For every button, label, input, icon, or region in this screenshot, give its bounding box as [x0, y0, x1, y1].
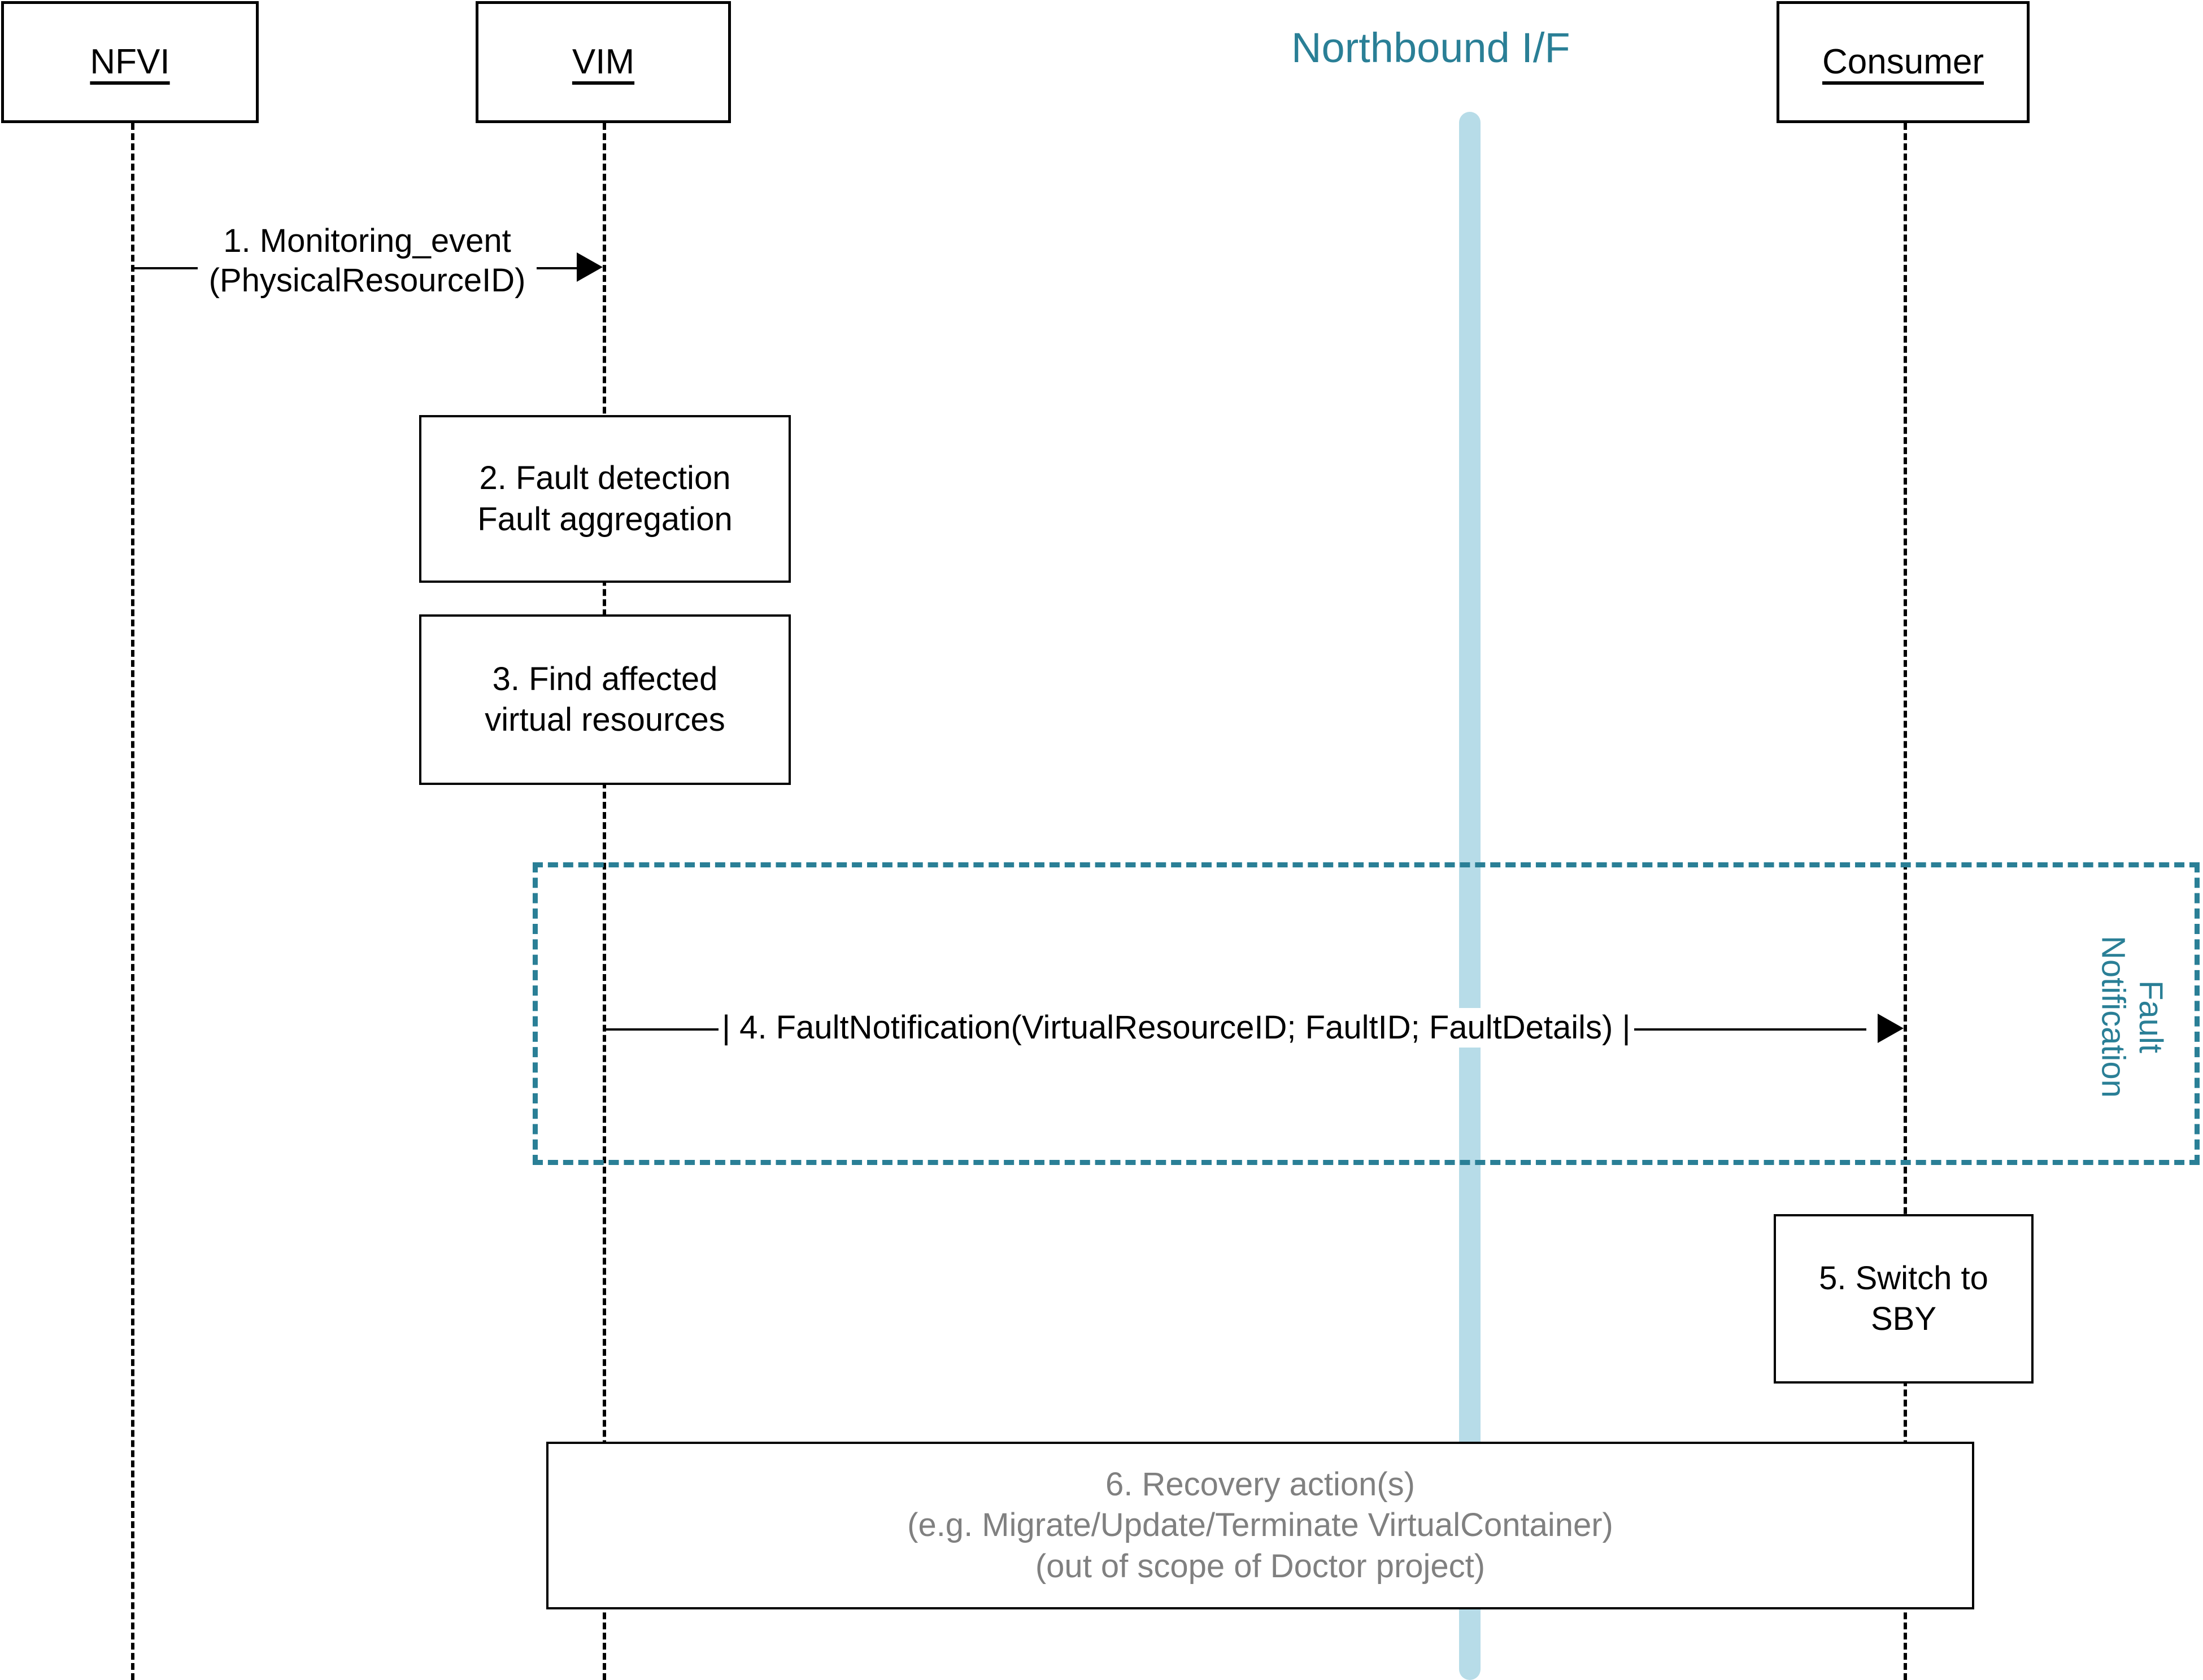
message-4-label-line-1: | 4. FaultNotification(VirtualResourceID…	[722, 1009, 1631, 1046]
activation-box-step-3[interactable]: 3. Find affected virtual resources	[419, 614, 791, 785]
actor-box-vim[interactable]: VIM	[476, 1, 731, 123]
activation-box-step-5[interactable]: 5. Switch to SBY	[1774, 1214, 2034, 1384]
activation-box-step-6-line-3: (out of scope of Doctor project)	[1035, 1547, 1486, 1585]
fragment-fault-notification	[533, 862, 2200, 1165]
actor-box-nfvi[interactable]: NFVI	[1, 1, 259, 123]
message-1-label-line-2: (PhysicalResourceID)	[208, 261, 526, 299]
actor-box-consumer[interactable]: Consumer	[1777, 1, 2030, 123]
activation-box-step-5-line-2: SBY	[1870, 1301, 1937, 1337]
actor-label-consumer: Consumer	[1822, 42, 1984, 81]
fragment-label-line-2: Notification	[2095, 935, 2132, 1098]
activation-box-step-3-line-2: virtual resources	[485, 701, 725, 738]
message-1-arrowhead	[577, 252, 603, 282]
activation-box-step-6-line-1: 6. Recovery action(s)	[1105, 1465, 1415, 1503]
lifeline-consumer	[1904, 123, 1907, 1680]
fragment-fault-notification-label: Fault Notification	[2056, 898, 2169, 1135]
activation-box-step-2-line-2: Fault aggregation	[477, 500, 733, 538]
message-4-label: | 4. FaultNotification(VirtualResourceID…	[719, 1008, 1634, 1048]
fragment-label-line-1: Fault	[2132, 980, 2169, 1053]
lifeline-vim	[603, 123, 606, 1680]
activation-box-step-5-line-1: 5. Switch to	[1819, 1259, 1988, 1297]
actor-label-nfvi: NFVI	[90, 42, 170, 81]
message-1-label: 1. Monitoring_event (PhysicalResourceID)	[198, 221, 537, 300]
activation-box-step-6-line-2: (e.g. Migrate/Update/Terminate VirtualCo…	[907, 1507, 1613, 1544]
lifeline-nfvi	[131, 123, 134, 1680]
activation-box-step-3-line-1: 3. Find affected	[492, 660, 718, 697]
actor-label-vim: VIM	[572, 42, 635, 81]
activation-box-step-6[interactable]: 6. Recovery action(s) (e.g. Migrate/Upda…	[546, 1442, 1974, 1609]
activation-box-step-2[interactable]: 2. Fault detection Fault aggregation	[419, 415, 791, 583]
message-1-label-line-1: 1. Monitoring_event	[223, 222, 511, 259]
northbound-interface-title: Northbound I/F	[1291, 24, 1570, 71]
activation-box-step-2-line-1: 2. Fault detection	[479, 460, 731, 496]
message-4-arrowhead	[1878, 1014, 1904, 1043]
northbound-interface-bar	[1459, 112, 1481, 1680]
